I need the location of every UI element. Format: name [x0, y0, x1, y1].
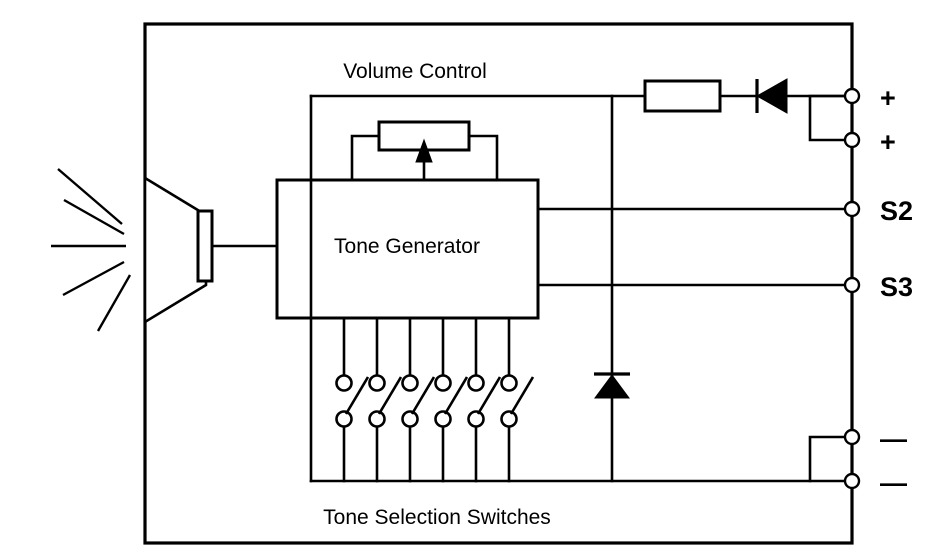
tone-selection-switch-bank[interactable] [335, 316, 535, 483]
switch-6[interactable] [500, 316, 535, 483]
terminal-jumper-plus [808, 94, 854, 142]
resistor [643, 79, 759, 113]
terminal-plus-2[interactable]: + [843, 127, 896, 157]
tone-generator-block: Tone Generator [275, 178, 540, 320]
tone-selection-switches-label: Tone Selection Switches [323, 506, 551, 529]
terminal-plus-1[interactable]: + [843, 83, 896, 113]
terminal-s3-label: S3 [880, 272, 913, 302]
potentiometer[interactable] [350, 120, 499, 182]
terminal-plus-1-label: + [880, 83, 896, 113]
terminal-s2[interactable]: S2 [843, 196, 913, 226]
supply-rail-top [309, 94, 647, 483]
terminal-s3[interactable]: S3 [843, 272, 913, 302]
terminal-minus-1[interactable]: — [843, 424, 907, 454]
volume-control-label: Volume Control [343, 60, 487, 83]
switch-2[interactable] [368, 316, 403, 483]
switch-4[interactable] [434, 316, 469, 483]
terminal-plus-2-label: + [880, 127, 896, 157]
diode-vertical [594, 372, 630, 399]
switch-3[interactable] [401, 316, 436, 483]
terminal-minus-2-label: — [880, 468, 907, 498]
terminal-jumper-minus [808, 435, 854, 483]
terminal-s2-label: S2 [880, 196, 913, 226]
sound-wave-icon [51, 168, 132, 332]
switch-1[interactable] [335, 316, 370, 483]
terminal-minus-2[interactable]: — [843, 468, 907, 498]
speaker-horn [143, 175, 279, 325]
terminal-minus-1-label: — [880, 424, 907, 454]
wiper-arrow-icon [415, 138, 433, 163]
switch-5[interactable] [467, 316, 502, 483]
tone-generator-label: Tone Generator [334, 235, 480, 258]
